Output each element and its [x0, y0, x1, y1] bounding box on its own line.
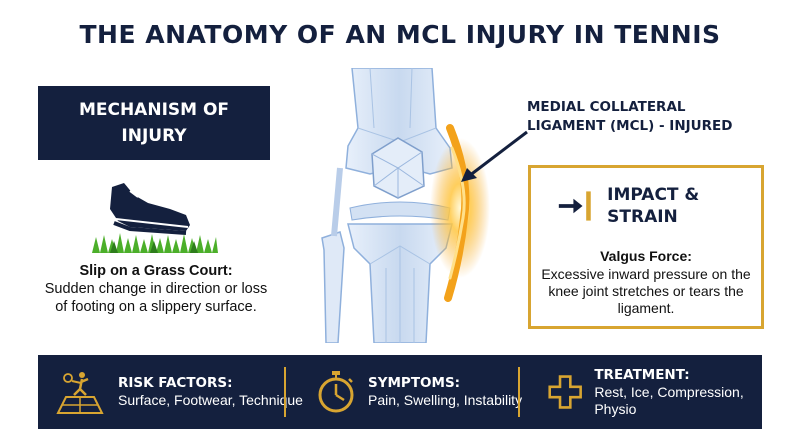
- impact-header: IMPACT & STRAIN: [557, 184, 761, 228]
- mechanism-heading-box: MECHANISM OF INJURY: [38, 86, 270, 160]
- medical-cross-icon: [548, 375, 582, 409]
- tennis-player-court-icon: [56, 372, 104, 414]
- sneaker-on-grass-icon: [92, 182, 218, 253]
- treatment-text: TREATMENT: Rest, Ice, Compression, Physi…: [594, 367, 762, 418]
- mcl-label: MEDIAL COLLATERAL LIGAMENT (MCL) - INJUR…: [527, 99, 733, 134]
- stopwatch-icon: [318, 371, 354, 413]
- treatment-body: Rest, Ice, Compression, Physio: [594, 383, 744, 417]
- treatment-heading: TREATMENT:: [594, 366, 690, 383]
- slip-description: Slip on a Grass Court: Sudden change in …: [40, 262, 272, 316]
- divider: [518, 367, 520, 417]
- symptoms-cell: SYMPTOMS: Pain, Swelling, Instability: [316, 355, 522, 429]
- info-bar: RISK FACTORS: Surface, Footwear, Techniq…: [38, 355, 762, 429]
- mcl-pointer-arrow: [461, 130, 528, 182]
- risk-factors-cell: RISK FACTORS: Surface, Footwear, Techniq…: [54, 355, 303, 429]
- impact-arrow-icon: [558, 191, 591, 221]
- knee-joint-illustration: [321, 68, 490, 343]
- impact-text: Excessive inward pressure on the knee jo…: [541, 266, 751, 316]
- mechanism-heading: MECHANISM OF INJURY: [78, 100, 230, 146]
- impact-strain-box: IMPACT & STRAIN Valgus Force: Excessive …: [528, 165, 764, 329]
- slip-text: Sudden change in direction or loss of fo…: [44, 281, 268, 315]
- impact-description: Valgus Force: Excessive inward pressure …: [537, 248, 755, 317]
- slip-heading: Slip on a Grass Court:: [79, 263, 233, 279]
- risk-factors-body: Surface, Footwear, Technique: [118, 392, 303, 408]
- risk-factors-text: RISK FACTORS: Surface, Footwear, Techniq…: [118, 375, 303, 409]
- impact-subheading: Valgus Force:: [600, 248, 692, 264]
- page-title: THE ANATOMY OF AN MCL INJURY IN TENNIS: [79, 20, 721, 49]
- symptoms-heading: SYMPTOMS:: [368, 375, 461, 391]
- symptoms-text: SYMPTOMS: Pain, Swelling, Instability: [368, 375, 522, 409]
- symptoms-body: Pain, Swelling, Instability: [368, 392, 523, 408]
- treatment-cell: TREATMENT: Rest, Ice, Compression, Physi…: [548, 355, 762, 429]
- risk-factors-heading: RISK FACTORS:: [118, 375, 233, 391]
- divider: [284, 367, 286, 417]
- impact-heading: IMPACT & STRAIN: [607, 185, 700, 227]
